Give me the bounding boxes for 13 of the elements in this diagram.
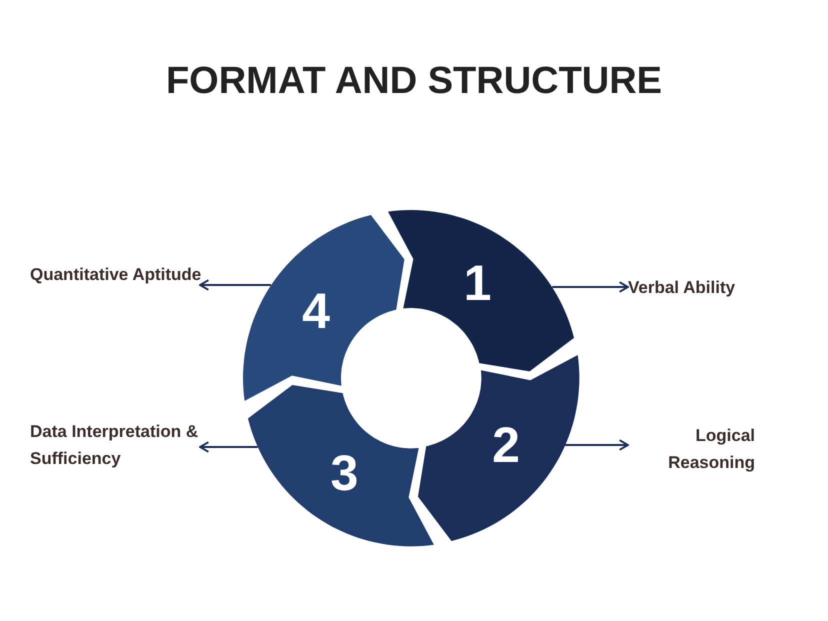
arrow [565,439,629,451]
category-label: Quantitative Aptitude [30,264,202,286]
category-label: Logical Reasoning [667,425,755,474]
step-number: 4 [302,286,330,336]
category-label: Verbal Ability [628,277,736,299]
arrow [199,279,272,291]
step-number: 1 [464,258,492,308]
step-number: 3 [330,448,358,498]
step-number: 2 [492,420,520,470]
title: FORMAT AND STRUCTURE [166,62,662,100]
category-label: Data Interpretation & Sufficiency [30,421,200,470]
arrow [199,441,258,453]
arrow [552,281,629,293]
